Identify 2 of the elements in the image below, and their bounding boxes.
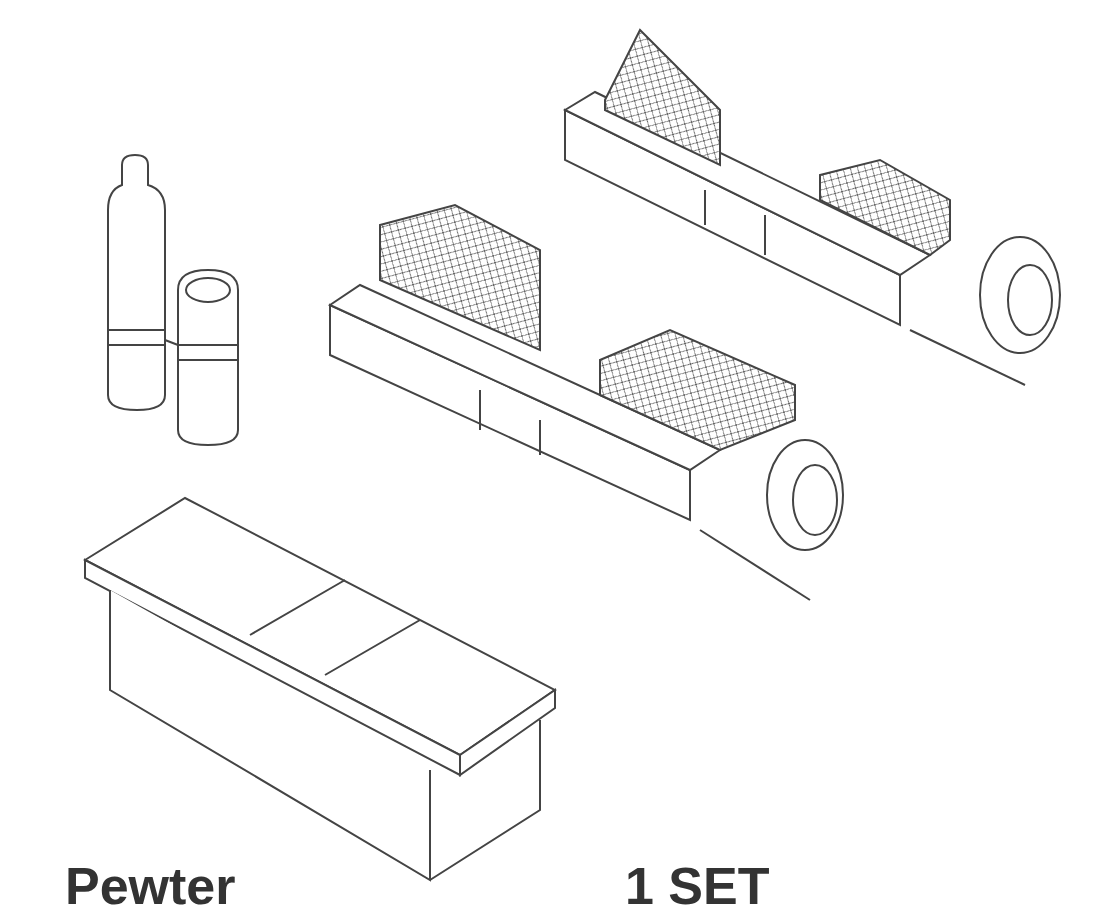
material-label: Pewter [65,860,236,912]
quantity-label: 1 SET [625,860,770,912]
